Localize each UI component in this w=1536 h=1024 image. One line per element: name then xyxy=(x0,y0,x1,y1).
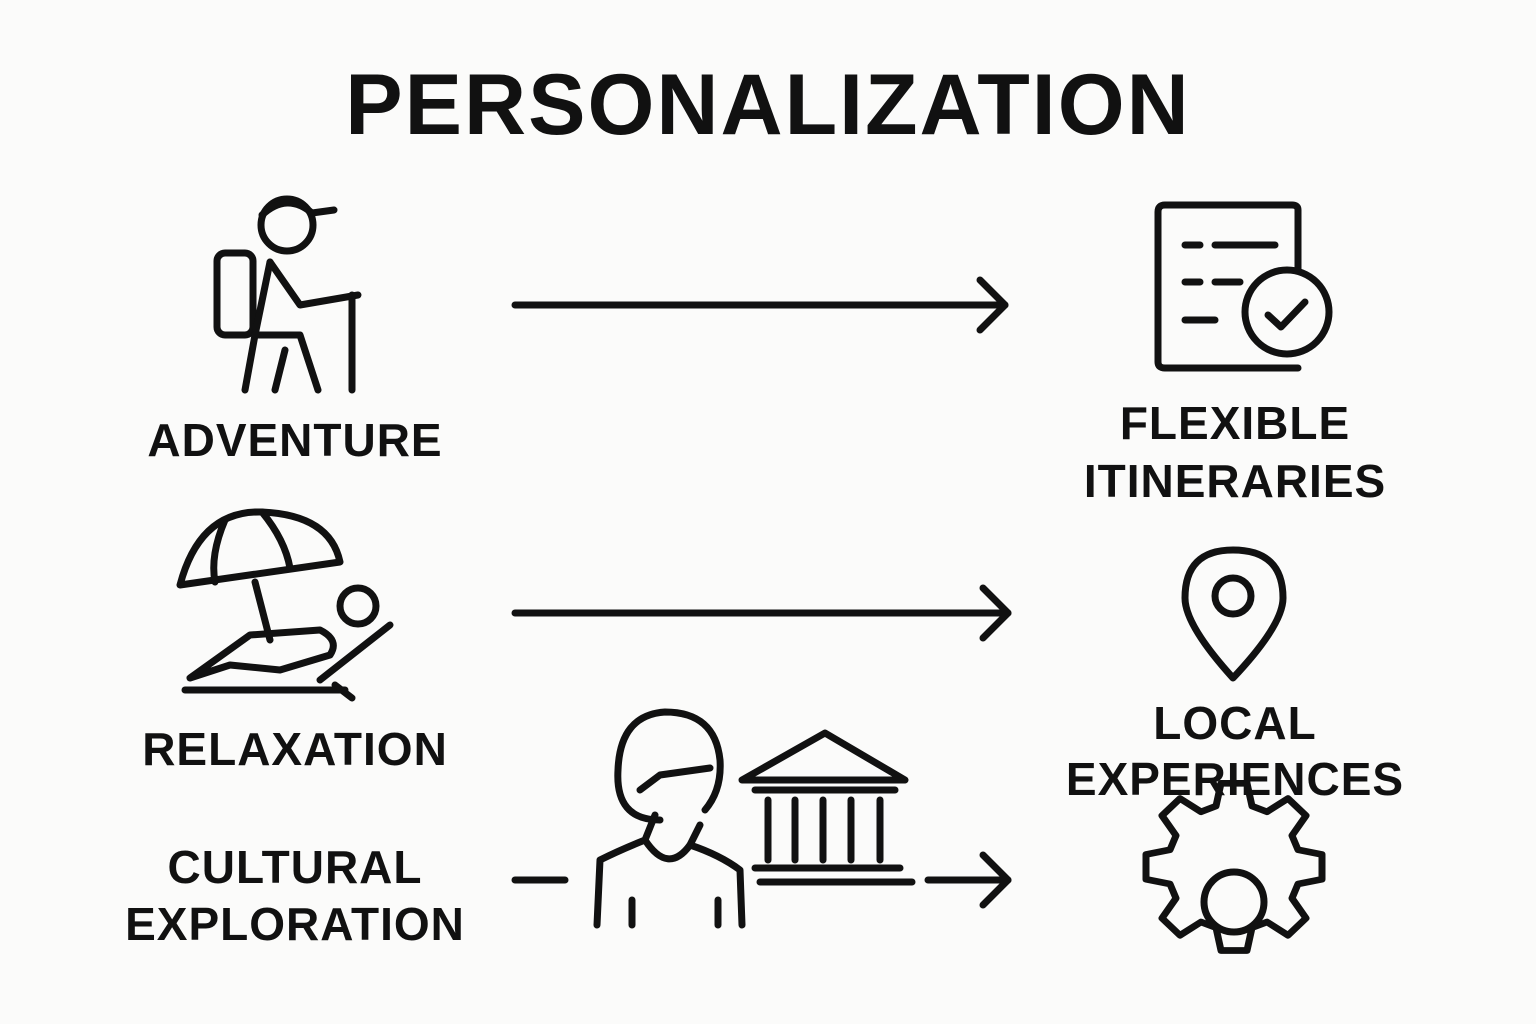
label-relaxation: RELAXATION xyxy=(142,723,448,775)
itinerary-checklist-icon xyxy=(1154,201,1333,372)
museum-icon xyxy=(738,729,916,886)
gear-icon xyxy=(1142,779,1326,954)
arrow-adventure-to-itineraries xyxy=(511,276,1009,334)
page-title: PERSONALIZATION xyxy=(345,57,1191,153)
label-cultural-line2: EXPLORATION xyxy=(125,898,465,950)
label-flexible-line2: ITINERARIES xyxy=(1083,455,1387,507)
label-adventure: ADVENTURE xyxy=(147,414,443,466)
label-flexible-line1: FLEXIBLE xyxy=(1119,397,1351,449)
label-local-line1: LOCAL xyxy=(1153,697,1317,749)
hiker-icon xyxy=(213,195,362,394)
map-pin-icon xyxy=(1181,546,1287,682)
label-cultural-line1: CULTURAL xyxy=(167,841,423,893)
label-local-line2: EXPERIENCES xyxy=(1065,753,1405,805)
arrow-relaxation-to-local xyxy=(511,584,1012,642)
beach-umbrella-lounger-icon xyxy=(176,508,394,702)
arrow-cultural-to-settings xyxy=(511,851,1012,909)
person-icon xyxy=(593,708,746,929)
